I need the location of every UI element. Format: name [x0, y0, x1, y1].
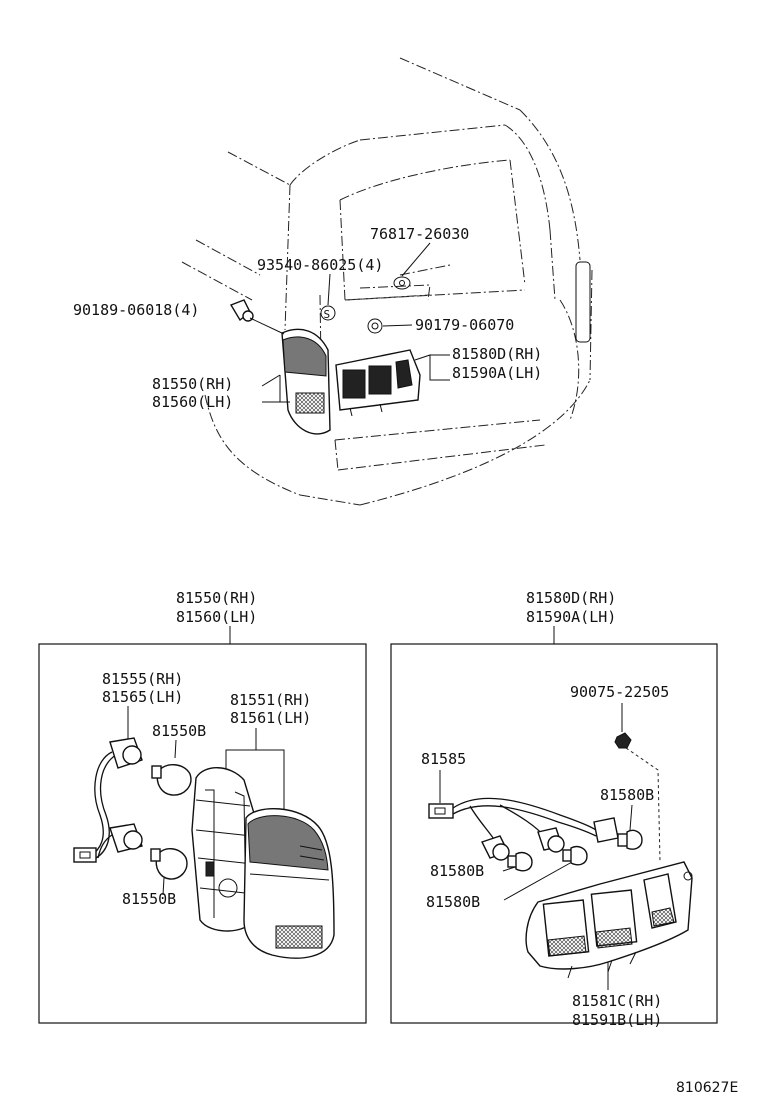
socket-90189-top — [229, 299, 254, 322]
bulb-81550b-lower — [150, 848, 188, 880]
label-81555: 81555(RH) — [102, 670, 183, 688]
label-81590a-top: 81590A(LH) — [452, 364, 542, 382]
clip-76817 — [393, 276, 411, 290]
label-81585: 81585 — [421, 750, 466, 768]
right-box-title-1: 81580D(RH) — [526, 589, 616, 607]
garnish-lamp-81581c — [525, 861, 693, 979]
label-81550b-lower: 81550B — [122, 890, 176, 908]
bulb-81580b-lower — [562, 845, 588, 866]
right-detail-box — [390, 643, 718, 1024]
leader-lines-left-box — [127, 706, 285, 896]
right-box-title-2: 81590A(LH) — [526, 608, 616, 626]
label-90189-06018: 90189-06018(4) — [73, 301, 199, 319]
label-93540-86025: 93540-86025(4) — [257, 256, 383, 274]
label-81560-top: 81560(LH) — [152, 393, 233, 411]
tail-lamp-lens-81551 — [243, 808, 335, 959]
s-symbol-label: S — [324, 308, 331, 321]
label-81565: 81565(LH) — [102, 688, 183, 706]
bulb-81550b-upper — [151, 764, 192, 796]
label-81580b-right: 81580B — [600, 786, 654, 804]
label-81561: 81561(LH) — [230, 709, 311, 727]
label-81580b-middle: 81580B — [430, 862, 484, 880]
bulb-81580b-middle — [507, 851, 533, 872]
wire-harness-81555 — [73, 737, 143, 863]
bulb-81580b-right — [617, 829, 643, 850]
label-76817-26030: 76817-26030 — [370, 225, 469, 243]
nut-90075-22505 — [614, 732, 632, 749]
diagram-code: 810627E — [676, 1080, 738, 1096]
label-81550b-upper: 81550B — [152, 722, 206, 740]
vehicle-rear-outline — [181, 57, 593, 506]
leader-lines-top — [249, 242, 450, 403]
tail-lamp-top-view — [281, 328, 331, 435]
wire-harness-81585 — [428, 797, 619, 861]
label-90179-06070: 90179-06070 — [415, 316, 514, 334]
grommet-90179 — [367, 318, 383, 334]
label-90075-22505: 90075-22505 — [570, 683, 669, 701]
label-81581c: 81581C(RH) — [572, 992, 662, 1010]
tail-lamp-housing-81561 — [191, 767, 257, 932]
label-81551: 81551(RH) — [230, 691, 311, 709]
clip-s-symbol: S — [320, 305, 336, 321]
left-detail-box — [38, 643, 367, 1024]
label-81591b: 81591B(LH) — [572, 1011, 662, 1029]
label-81580b-lower: 81580B — [426, 893, 480, 911]
left-box-title-2: 81560(LH) — [176, 608, 257, 626]
label-81550-top: 81550(RH) — [152, 375, 233, 393]
leader-lines-right-box — [439, 703, 661, 990]
garnish-lamp-top-view — [335, 349, 421, 417]
left-box-title-1: 81550(RH) — [176, 589, 257, 607]
label-81580d-top: 81580D(RH) — [452, 345, 542, 363]
